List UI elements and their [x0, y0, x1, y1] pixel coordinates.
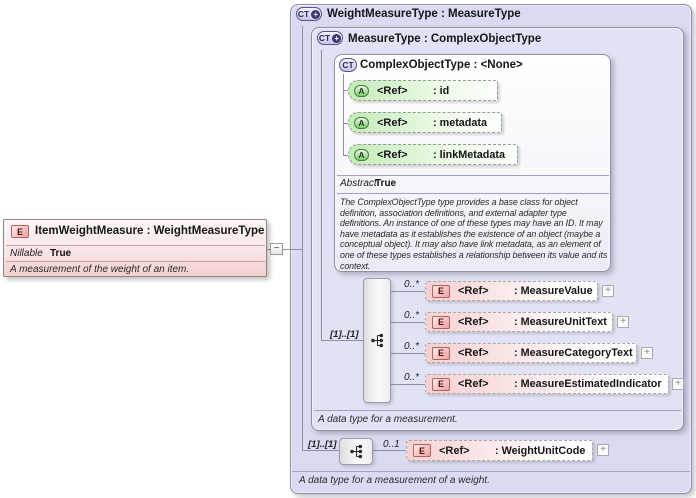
plus-badge-icon: + — [332, 33, 342, 43]
attribute-node-metadata[interactable]: A <Ref> : metadata — [348, 112, 502, 133]
connector-line — [302, 450, 340, 451]
element-ref: <Ref> — [458, 347, 489, 359]
cardinality-label: 0..* — [404, 372, 420, 383]
connector-line — [391, 353, 425, 354]
element-icon: E — [413, 444, 431, 457]
element-icon: E — [11, 225, 29, 238]
element-name: : WeightUnitCode — [495, 444, 586, 457]
element-icon: E — [432, 377, 450, 391]
expand-toggle[interactable]: + — [597, 444, 609, 456]
cardinality-label: 0..* — [404, 310, 420, 321]
sequence-icon — [370, 333, 383, 348]
divider — [292, 471, 690, 472]
connector-line — [391, 322, 425, 323]
connector-line — [321, 340, 363, 341]
attribute-ref: <Ref> — [377, 148, 408, 161]
complex-type-icon: CT + — [317, 31, 343, 45]
attribute-name: : id — [433, 84, 450, 97]
weight-measure-type-title: WeightMeasureType : MeasureType — [327, 8, 521, 20]
element-ref: <Ref> — [458, 378, 489, 390]
attribute-icon: A — [354, 84, 369, 97]
measure-type-title: MeasureType : ComplexObjectType — [348, 33, 542, 45]
item-weight-measure-title: ItemWeightMeasure : WeightMeasureType — [35, 225, 265, 237]
nillable-label: Nillable — [10, 248, 43, 259]
sequence-icon — [349, 444, 362, 459]
ct-icon-label: CT — [342, 60, 354, 70]
attribute-icon: A — [354, 116, 369, 129]
expand-toggle[interactable]: + — [617, 316, 629, 328]
cardinality-label: 0..* — [404, 341, 420, 352]
sequence-connector — [363, 278, 391, 403]
element-node-measure-unit-text[interactable]: E <Ref> : MeasureUnitText — [425, 312, 613, 332]
connector-line — [321, 50, 322, 340]
element-icon: E — [432, 315, 450, 329]
ct-icon-label: CT — [297, 9, 310, 19]
divider — [6, 261, 265, 262]
weight-measure-type-annotation: A data type for a measurement of a weigh… — [299, 475, 490, 486]
element-ref: <Ref> — [458, 316, 489, 328]
element-ref: <Ref> — [439, 444, 470, 457]
attribute-name: : linkMetadata — [433, 148, 505, 161]
attribute-node-id[interactable]: A <Ref> : id — [348, 80, 498, 101]
element-name: : MeasureValue — [514, 285, 593, 297]
element-name: : MeasureEstimatedIndicator — [514, 378, 662, 390]
sequence-occurrence-label: [1]..[1] — [308, 439, 337, 450]
divider — [337, 175, 609, 176]
element-icon: E — [432, 346, 450, 360]
attribute-ref: <Ref> — [377, 116, 408, 129]
element-node-measure-category-text[interactable]: E <Ref> : MeasureCategoryText — [425, 343, 637, 363]
connector-line — [343, 90, 348, 91]
expand-toggle[interactable]: + — [672, 378, 684, 390]
element-node-measure-value[interactable]: E <Ref> : MeasureValue — [425, 281, 598, 301]
divider — [314, 410, 681, 411]
element-node-measure-estimated-indicator[interactable]: E <Ref> : MeasureEstimatedIndicator — [425, 374, 669, 394]
element-name: : MeasureCategoryText — [514, 347, 633, 359]
divider — [337, 193, 609, 194]
element-name: : MeasureUnitText — [514, 316, 607, 328]
connector-line — [373, 450, 406, 451]
divider — [6, 245, 265, 246]
attribute-icon: A — [354, 148, 369, 161]
plus-badge-icon: + — [311, 9, 321, 19]
measure-type-annotation: A data type for a measurement. — [318, 414, 458, 425]
expand-toggle[interactable]: + — [641, 347, 653, 359]
attribute-ref: <Ref> — [377, 84, 408, 97]
attribute-name: : metadata — [433, 116, 488, 129]
element-icon: E — [432, 284, 450, 298]
connector-line — [267, 249, 302, 250]
element-node-weight-unit-code[interactable]: E <Ref> : WeightUnitCode — [406, 440, 593, 461]
abstract-value: True — [375, 178, 397, 189]
complex-object-type-title: ComplexObjectType : <None> — [360, 59, 523, 71]
connector-line — [391, 291, 425, 292]
complex-type-icon: CT — [339, 58, 357, 72]
sequence-connector — [339, 438, 373, 465]
expand-toggle[interactable]: + — [602, 285, 614, 297]
complex-type-icon: CT + — [296, 7, 322, 21]
complex-object-type-annotation: The ComplexObjectType type provides a ba… — [340, 197, 608, 271]
connector-line — [391, 384, 425, 385]
nillable-value: True — [50, 248, 72, 259]
cardinality-label: 0..* — [404, 279, 420, 290]
connector-line — [343, 155, 348, 156]
connector-line — [343, 74, 344, 156]
connector-line — [302, 26, 303, 451]
element-ref: <Ref> — [458, 285, 489, 297]
collapse-toggle[interactable]: − — [270, 243, 283, 255]
sequence-occurrence-label: [1]..[1] — [330, 329, 359, 340]
ct-icon-label: CT — [318, 33, 331, 43]
abstract-label: Abstract — [340, 178, 377, 189]
attribute-node-link-metadata[interactable]: A <Ref> : linkMetadata — [348, 144, 518, 165]
item-weight-measure-annotation: A measurement of the weight of an item. — [10, 264, 190, 275]
connector-line — [343, 123, 348, 124]
cardinality-label: 0..1 — [383, 439, 400, 450]
element-node-item-weight-measure[interactable]: E ItemWeightMeasure : WeightMeasureType … — [3, 219, 267, 277]
